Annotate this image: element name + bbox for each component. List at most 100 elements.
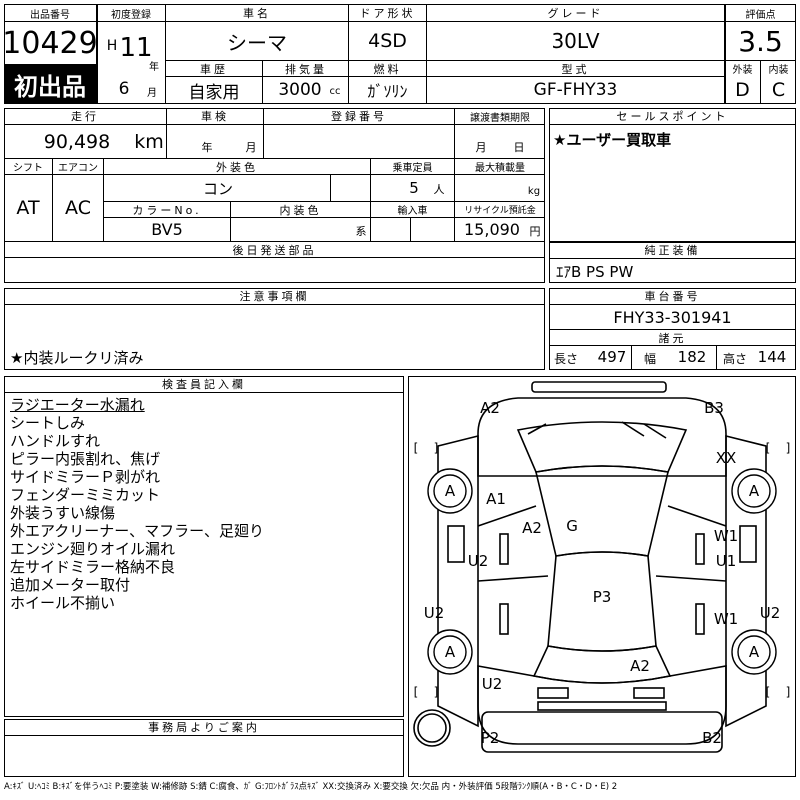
office-frame <box>4 719 404 777</box>
inspector-line: ホイール不揃い <box>10 594 116 612</box>
notes-frame <box>4 288 545 370</box>
later-parts-label: 後日発送部品 <box>232 243 317 257</box>
lot-label: 出品番号 <box>30 9 70 21</box>
damage-mark: XX <box>716 449 737 467</box>
damage-mark: G <box>566 517 578 535</box>
transfer-day-unit: 日 <box>513 141 525 154</box>
exterior-score: D <box>735 79 750 101</box>
displacement-unit: cc <box>329 85 341 97</box>
bracket-mark: ] <box>786 685 791 699</box>
color-no: BV5 <box>151 220 183 239</box>
width-label: 幅 <box>643 351 656 366</box>
inspector-label: 検査員記入欄 <box>162 378 246 391</box>
fuel-label: 燃料 <box>373 62 402 76</box>
first-listing-badge: 初出品 <box>4 64 96 104</box>
history: 自家用 <box>188 82 240 103</box>
header-frame <box>4 4 796 104</box>
info-frame <box>4 108 545 283</box>
damage-mark: U2 <box>424 604 445 622</box>
inspector-line: サイドミラーＰ剥がれ <box>10 468 161 486</box>
color: コン <box>202 179 233 198</box>
inspector-line: ハンドルすれ <box>10 432 101 450</box>
bracket-mark: ] <box>786 441 791 455</box>
model: GF-FHY33 <box>533 80 618 100</box>
damage-mark: U2 <box>760 604 781 622</box>
inspector-line: 追加メーター取付 <box>10 576 131 594</box>
recycle: 15,090 <box>464 220 520 239</box>
damage-mark: B3 <box>704 399 724 417</box>
damage-mark: P2 <box>481 729 500 747</box>
reg-month: 6 <box>118 79 130 99</box>
inspector-line: フェンダーミミカット <box>10 486 161 504</box>
inspector-line: 外エアクリーナー、マフラー、足廻り <box>10 522 264 540</box>
width: 182 <box>677 348 707 366</box>
score-label: 評価点 <box>745 9 776 21</box>
length-label: 長さ <box>553 351 578 366</box>
load-unit: kg <box>527 185 541 197</box>
recycle-unit: 円 <box>529 225 541 238</box>
shift: AT <box>16 197 40 219</box>
sales-point-text: ★ユーザー買取車 <box>553 131 672 149</box>
height: 144 <box>757 348 787 366</box>
inspector-line: 外装うすい線傷 <box>10 504 116 522</box>
reg-year: 11 <box>119 33 153 63</box>
equipment-text: ｴｱB PS PW <box>556 263 634 281</box>
insp-month-unit: 月 <box>245 141 257 154</box>
bracket-mark: ] <box>434 441 439 455</box>
color-label: 外装色 <box>216 160 258 174</box>
diagram-frame <box>408 376 796 777</box>
interior-color-unit: 系 <box>355 225 367 238</box>
door: 4SD <box>368 30 407 52</box>
bracket-mark: [ <box>414 685 419 699</box>
year-unit: 年 <box>149 61 159 73</box>
notes-label: 注意事項欄 <box>239 290 310 303</box>
mileage: 90,498 <box>43 131 111 153</box>
dims-label: 諸元 <box>658 331 687 345</box>
ac: AC <box>65 197 91 219</box>
inspector-line: エンジン廻りオイル漏れ <box>10 540 176 558</box>
grade: 30LV <box>551 29 600 53</box>
sales-point-label: セールスポイント <box>616 110 729 123</box>
inspector-line: ラジエーター水漏れ <box>10 396 145 414</box>
damage-mark: W1 <box>714 527 738 545</box>
length: 497 <box>597 348 627 366</box>
month-unit: 月 <box>147 87 157 99</box>
car-name: シーマ <box>227 30 287 55</box>
tyre-mark: A <box>749 482 760 500</box>
capacity-unit: 人 <box>433 183 445 196</box>
car-diagram: A A A A A2 B3 A1 A2 G XX U2 W1 U1 P3 U2 … <box>413 381 791 753</box>
legend-text: A:ｷｽﾞ U:ﾍｺﾐ B:ｷｽﾞを伴うﾍｺﾐ P:要塗装 W:補修跡 S:錆 … <box>4 782 618 792</box>
tyre-mark: A <box>445 643 456 661</box>
transfer-month-unit: 月 <box>475 141 487 154</box>
inspector-line: ピラー内張割れ、焦げ <box>10 450 161 468</box>
bracket-mark: [ <box>766 441 771 455</box>
bracket-mark: [ <box>766 685 771 699</box>
mileage-unit: km <box>134 131 164 153</box>
chassis-label: 車台番号 <box>644 290 701 303</box>
displacement: 3000 <box>278 80 322 100</box>
damage-mark: U2 <box>482 675 503 693</box>
inspector-list: ラジエーター水漏れ シートしみ ハンドルすれ ピラー内張割れ、焦げ サイドミラー… <box>10 396 264 612</box>
import-label: 輸入車 <box>397 206 428 217</box>
load-label: 最大積載量 <box>475 163 525 174</box>
recycle-label: リサイクル預託金 <box>464 206 536 216</box>
shift-label: シフト <box>13 163 43 174</box>
bracket-mark: ] <box>434 685 439 699</box>
ac-label: エアコン <box>58 163 98 174</box>
notes-text: ★内装ルークリ済み <box>10 349 144 367</box>
damage-mark: U1 <box>716 552 737 570</box>
capacity: 5 <box>409 179 419 197</box>
reg-label: 初度登録 <box>111 9 151 21</box>
score: 3.5 <box>738 24 783 58</box>
mileage-label: 走行 <box>71 110 99 123</box>
inspection-label: 車検 <box>201 110 229 123</box>
inspector-line: シートしみ <box>10 414 86 432</box>
tyre-mark: A <box>749 643 760 661</box>
displacement-label: 排気量 <box>285 62 327 76</box>
interior-score: C <box>771 79 786 101</box>
interior-label: 内装 <box>768 65 789 76</box>
office-label: 事務局よりご案内 <box>148 721 260 734</box>
damage-mark: U2 <box>468 552 489 570</box>
damage-mark: A2 <box>480 399 500 417</box>
model-label: 型式 <box>561 62 590 76</box>
